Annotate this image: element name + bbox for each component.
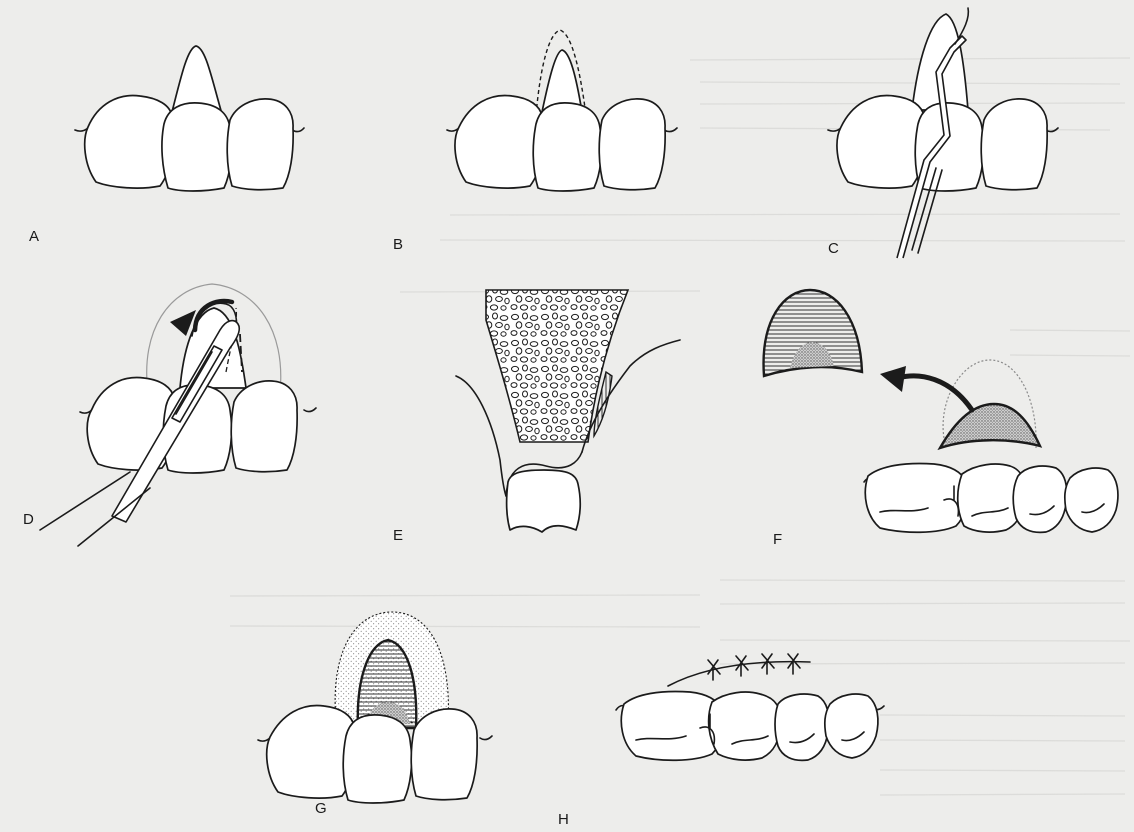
premolar-2 [825, 694, 878, 758]
tooth-right [981, 99, 1047, 190]
panel-h-drawing [616, 654, 884, 760]
tooth-left [837, 96, 926, 189]
panel-label-b: B [393, 236, 403, 253]
tooth-center [343, 715, 411, 803]
panel-label-f: F [773, 531, 782, 548]
panel-label-a: A [29, 228, 39, 245]
tooth-right [231, 381, 297, 472]
panel-b-drawing [447, 30, 677, 191]
panel-e-drawing [456, 290, 680, 532]
panel-label-c: C [828, 240, 839, 257]
molar-2 [709, 692, 781, 760]
panel-c-drawing [828, 8, 1058, 258]
panel-label-g: G [315, 800, 327, 817]
panel-label-d: D [23, 511, 34, 528]
tooth-right [599, 99, 665, 190]
tooth-left [455, 96, 544, 189]
graft-donor-site [940, 404, 1040, 448]
tooth-crown-section [507, 470, 580, 532]
bone-section [486, 290, 628, 442]
panel-f-drawing [764, 290, 1118, 532]
premolar-2 [1065, 468, 1118, 532]
panel-label-e: E [393, 527, 403, 544]
tooth-center [533, 103, 601, 191]
molar-1 [865, 464, 967, 533]
arrow-icon [898, 376, 972, 410]
panel-label-h: H [558, 811, 569, 828]
premolar-1 [1013, 466, 1066, 532]
tooth-left [85, 96, 175, 189]
tooth-right [411, 709, 477, 800]
premolar-1 [775, 694, 829, 760]
panel-g-drawing [258, 612, 492, 803]
panel-a-drawing [75, 46, 304, 191]
tooth-right [227, 99, 293, 190]
tooth-center [162, 103, 232, 191]
panel-d-drawing [40, 284, 316, 546]
